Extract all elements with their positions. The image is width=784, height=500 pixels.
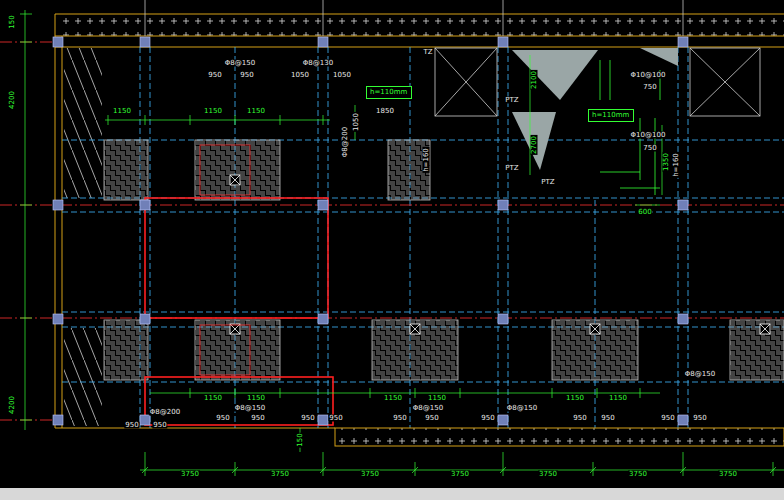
dimension-label: 950 [152,422,167,429]
dimension-label: h=160 [673,152,680,178]
dimension-label: 950 [692,415,707,422]
dimension-label: 3750 [718,471,738,478]
dimension-label: 950 [239,72,254,79]
dimension-label: PTZ [540,179,555,186]
dimension-label: TZ [422,49,433,56]
status-bar [0,488,784,500]
dimension-label: 950 [572,415,587,422]
shaft-hatch [104,140,784,380]
dimension-label: 3750 [270,471,290,478]
dimension-label: 1150 [608,395,628,402]
hatch-area [64,328,102,426]
hatch-area [64,48,102,198]
dimension-label: 950 [424,415,439,422]
dimension-label: 150 [9,14,16,29]
dimension-label: 1850 [375,108,395,115]
dimension-label: 1150 [112,108,132,115]
dimension-label: Φ8@150 [684,371,716,378]
dimension-label: 2700 [531,135,538,155]
dimension-label: 1150 [203,108,223,115]
dimension-label: 1150 [427,395,447,402]
dimension-label: 4200 [9,90,16,110]
dimension-label: Φ8@130 [302,60,334,67]
dimension-label: 3750 [538,471,558,478]
dimension-label: 950 [250,415,265,422]
dimension-label: 1150 [383,395,403,402]
dimension-label: Φ8@200 [342,126,349,158]
thickness-text: h=110mm [370,89,407,96]
dimension-label: PTZ [504,165,519,172]
dimension-label: 950 [215,415,230,422]
stair-symbol [435,48,760,116]
dimension-label: PTZ [504,97,519,104]
dimension-label: 950 [600,415,615,422]
dimension-label: 1350 [663,152,670,172]
dimension-label: 2100 [531,70,538,90]
thickness-tag: h=110mm [366,86,412,99]
thickness-tag: h=110mm [588,109,634,122]
dimension-label: 950 [300,415,315,422]
dimension-label: Φ8@150 [506,405,538,412]
dimension-label: Φ10@100 [630,132,667,139]
beam-lines [62,47,784,428]
dimension-label: 1150 [246,395,266,402]
dimension-label: 950 [124,422,139,429]
dimension-label: 1050 [290,72,310,79]
dimension-label: 1150 [203,395,223,402]
dimension-label: 750 [642,145,657,152]
highlight-frame [145,198,333,425]
dimension-label: 1150 [246,108,266,115]
dimension-label: Φ10@100 [630,72,667,79]
dimension-label: 3750 [628,471,648,478]
column [53,37,688,425]
thickness-text: h=110mm [592,112,629,119]
slab-step [512,48,678,170]
dimension-label: 750 [642,84,657,91]
parapet-strip [335,428,784,446]
dimension-label: Φ8@150 [234,405,266,412]
dimension-label: 3750 [360,471,380,478]
dimension-label: h=160 [423,147,430,173]
opening-symbol [230,175,770,334]
walls [55,14,784,428]
dimension-label: 950 [207,72,222,79]
dimension-label: 3750 [180,471,200,478]
dimension-label: 3750 [450,471,470,478]
axis-lines [0,42,784,420]
dimension-label: 950 [660,415,675,422]
dimension-lines [20,10,784,476]
dimension-label: 1050 [332,72,352,79]
dimension-label: 1150 [565,395,585,402]
rebar-lines [600,60,660,195]
dimension-label: 600 [637,209,652,216]
dimension-label: 950 [328,415,343,422]
dimension-label: Φ8@200 [149,409,181,416]
dimension-label: 4200 [9,395,16,415]
dimension-label: 1050 [353,112,360,132]
inner-outline [200,145,250,375]
grid-ticks [145,0,683,36]
dimension-label: Φ8@150 [412,405,444,412]
dimension-label: 950 [392,415,407,422]
parapet-strip [62,14,784,36]
dimension-label: 150 [297,432,304,447]
dimension-label: 950 [480,415,495,422]
dimension-label: Φ8@150 [224,60,256,67]
